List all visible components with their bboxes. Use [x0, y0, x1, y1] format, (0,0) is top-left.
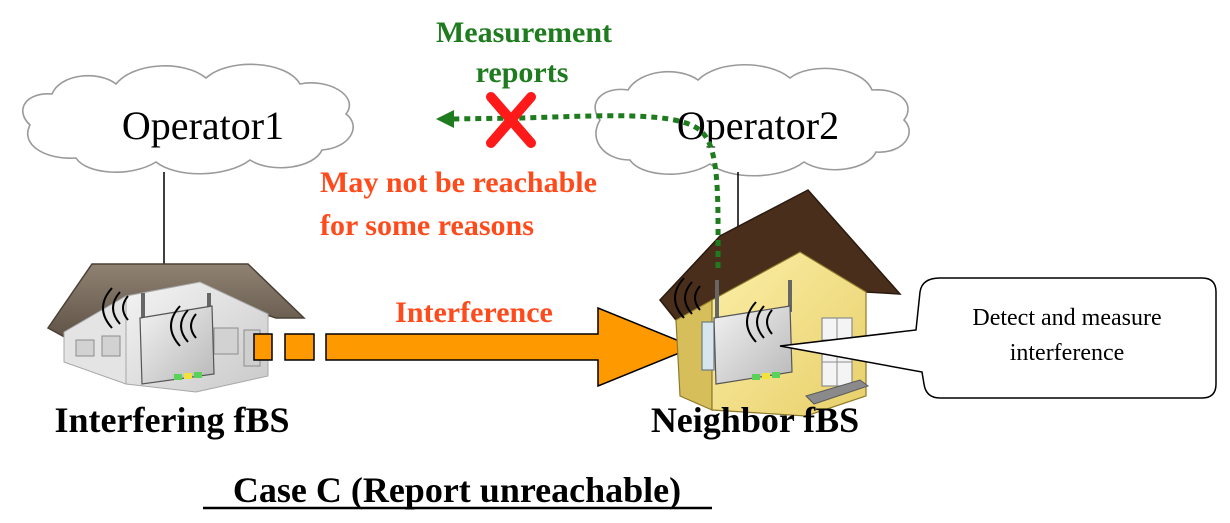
unreachable-cross-icon: [486, 92, 536, 148]
window-left-2: [101, 335, 121, 357]
window-right-1: [701, 321, 715, 371]
neighbor-fbs-caption: Neighbor fBS: [651, 400, 859, 440]
interfering-fbs-caption: Interfering fBS: [55, 400, 290, 440]
neighbor-router: [674, 277, 793, 385]
arrow-segment-2: [284, 333, 315, 361]
callout-line2: interference: [1010, 340, 1125, 366]
measurement-report-arrowhead: [436, 110, 454, 128]
window-left-1: [75, 339, 95, 357]
callout-line1: Detect and measure: [972, 305, 1161, 331]
operator2-label: Operator2: [677, 103, 839, 148]
doorstep-right: [805, 379, 870, 405]
unreachable-label-line1: May not be reachable: [320, 166, 597, 199]
operator1-label: Operator1: [122, 103, 284, 148]
operator2-cloud: Operator2: [594, 63, 910, 177]
interfering-house: [46, 263, 306, 393]
interference-label: Interference: [395, 296, 553, 329]
interfering-router: [102, 287, 215, 385]
callout-bubble: [779, 277, 1217, 399]
neighbor-house: [659, 189, 902, 417]
arrow-segment-1: [253, 333, 273, 361]
measurement-label-line1: Measurement: [436, 16, 612, 49]
interference-arrow: [253, 306, 696, 388]
arrow-body: [325, 306, 696, 388]
measurement-label-line2: reports: [476, 56, 569, 89]
unreachable-label-line2: for some reasons: [320, 209, 534, 242]
window-left-3: [213, 327, 239, 355]
detect-callout: Detect and measure interference: [779, 277, 1217, 399]
case-title: Case C (Report unreachable): [233, 470, 681, 510]
operator1-cloud: Operator1: [22, 63, 354, 175]
